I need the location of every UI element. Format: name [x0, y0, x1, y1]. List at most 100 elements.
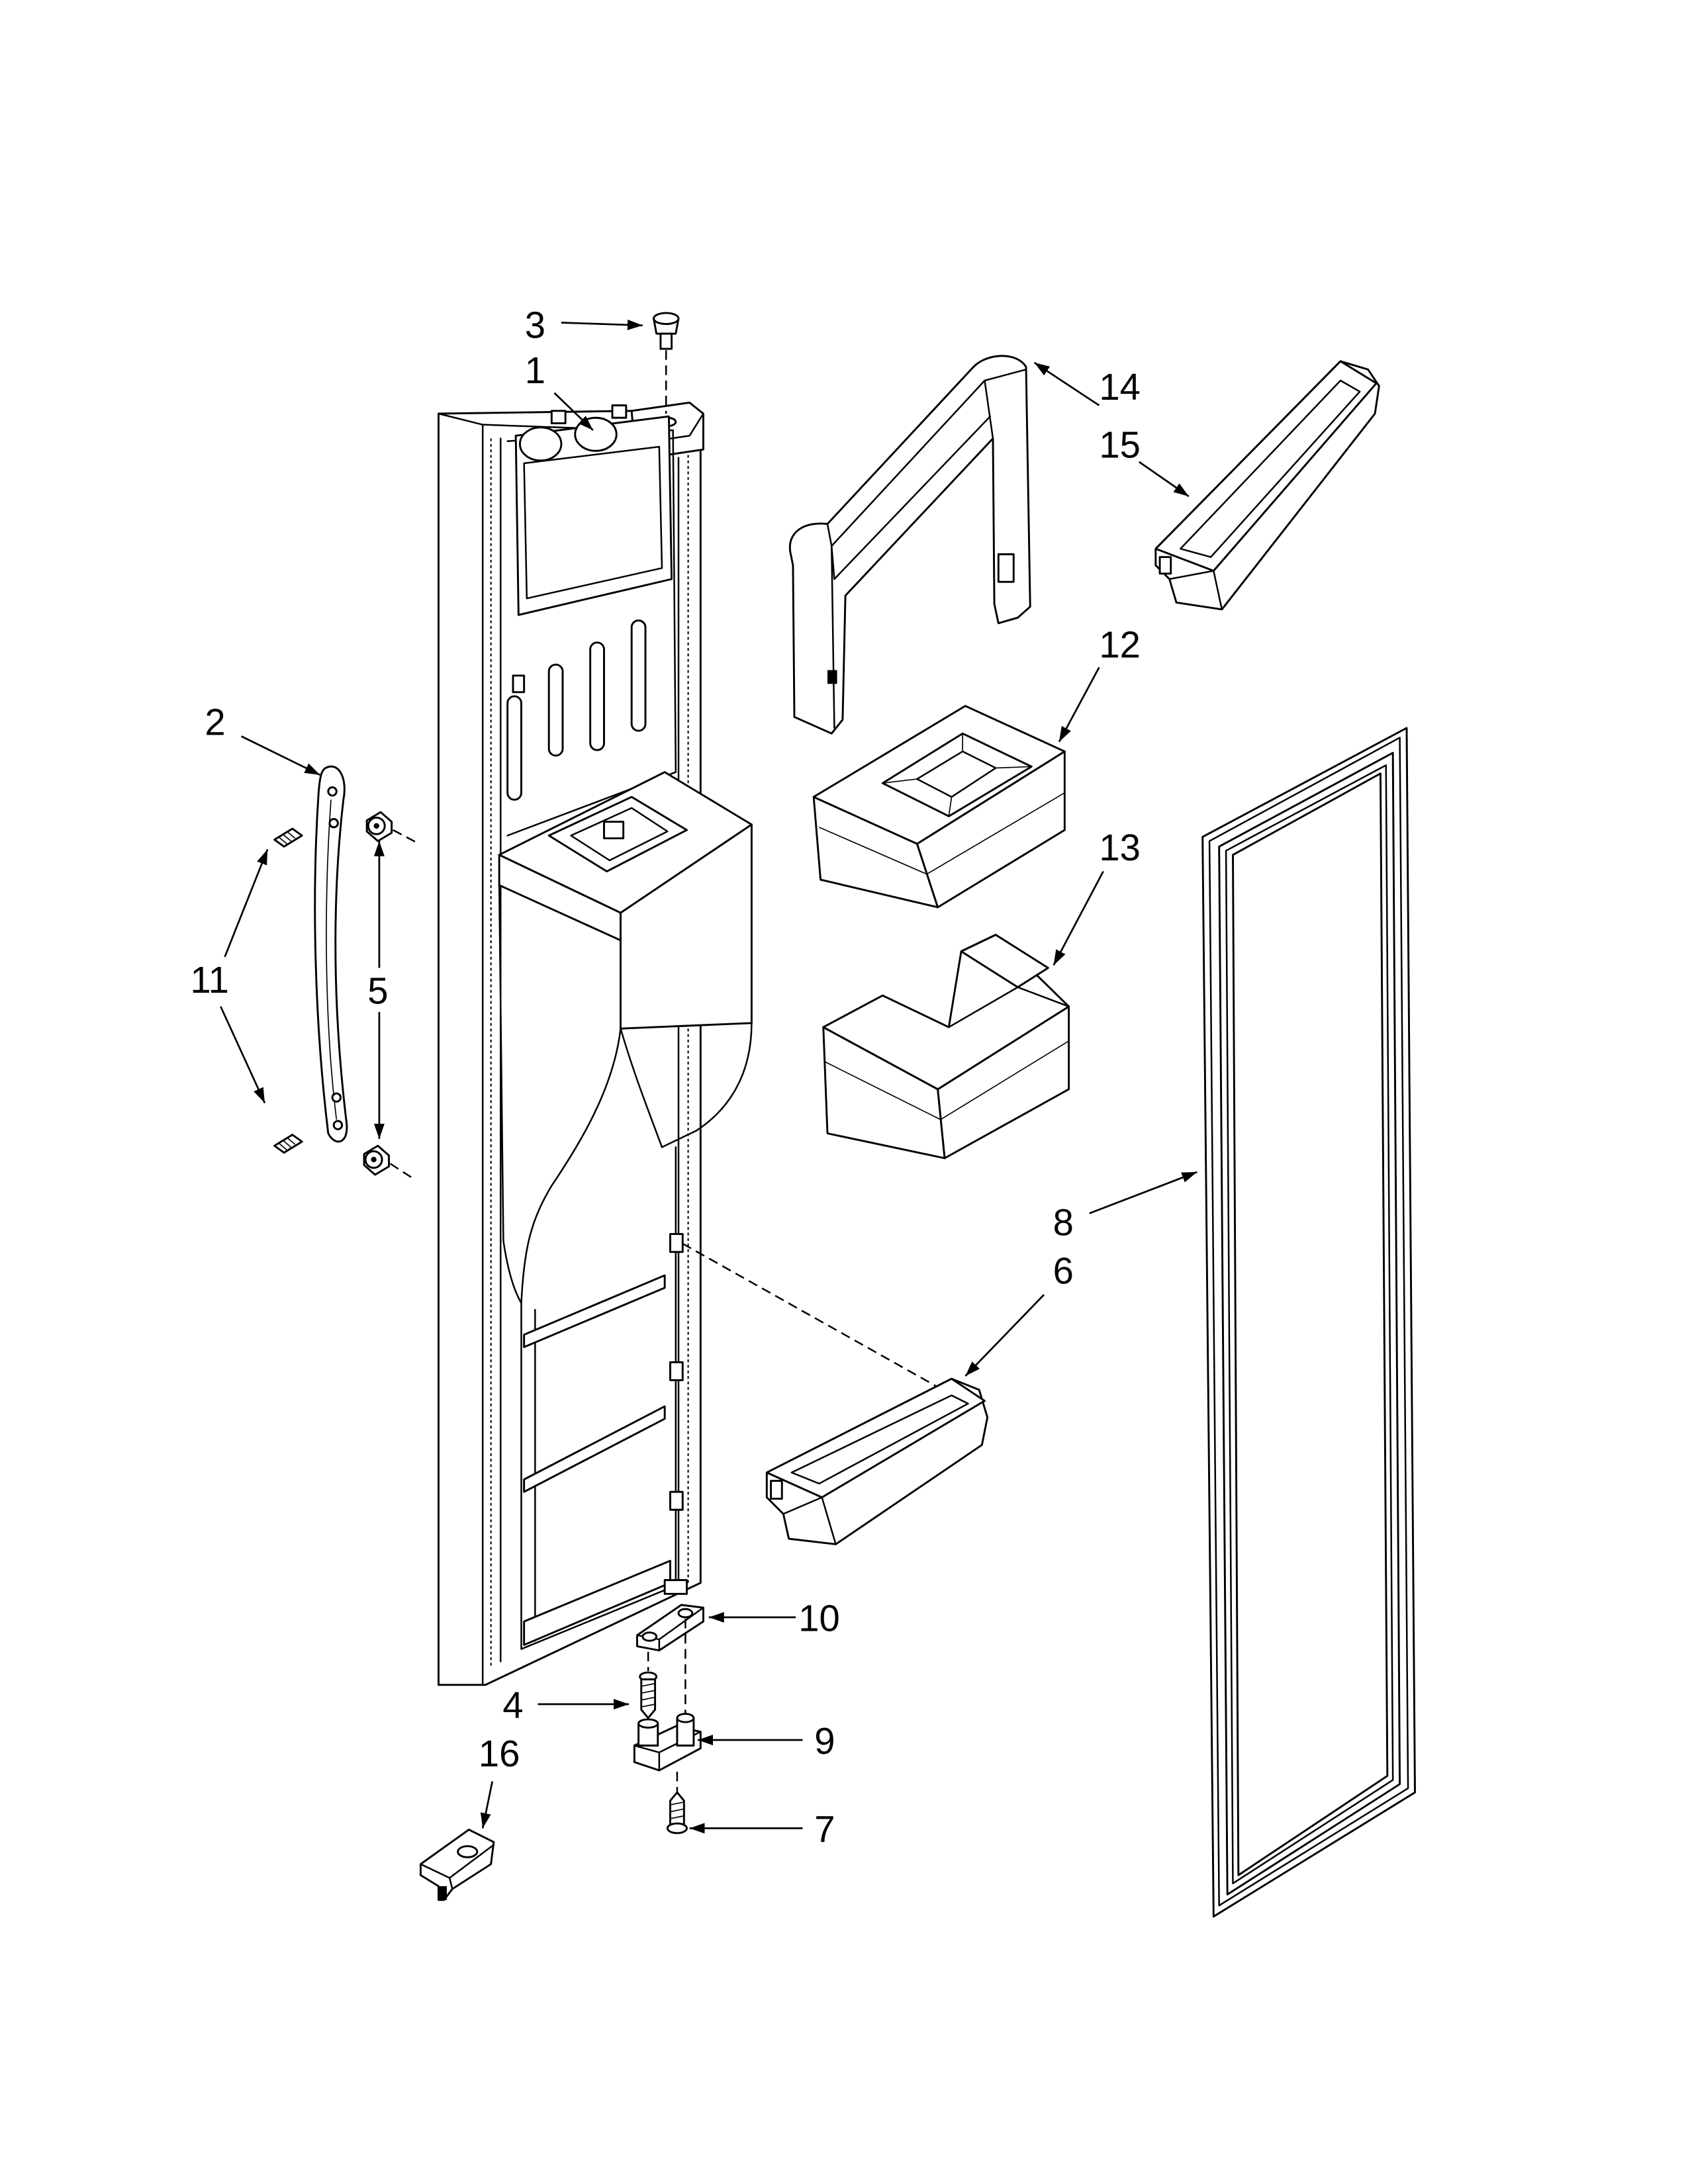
- pin-cap-top: [653, 312, 680, 326]
- upper-tab-right: [611, 404, 628, 419]
- dispenser-funnel-inner: [570, 807, 669, 862]
- part-13-chute-lower: [822, 934, 1070, 1160]
- bin-end-tab: [1158, 556, 1172, 575]
- callout-labels: 3 1 14 15 12 2 11 5 13 8 6 10 4 9 16 7: [190, 304, 1140, 1850]
- plate-hole-right: [677, 1608, 694, 1619]
- chute-front-line: [819, 792, 1065, 875]
- gasket-opening: [1232, 772, 1389, 1876]
- cover-clip: [997, 553, 1015, 583]
- leader-arrow-15: [1139, 461, 1190, 498]
- hinge-post-left-top: [637, 1718, 659, 1729]
- callout-label-11: 11: [190, 959, 228, 1001]
- part-3-top-pin: [653, 312, 680, 414]
- callout-label-6: 6: [1053, 1250, 1074, 1292]
- handle-body: [314, 765, 348, 1143]
- bin-end-tab: [770, 1480, 783, 1500]
- panel-slot-4: [630, 619, 647, 732]
- part-6-bin-lower: [682, 1243, 989, 1545]
- callout-label-16: 16: [479, 1733, 520, 1774]
- screw-body: [273, 827, 303, 848]
- part-2-handle: [314, 765, 348, 1143]
- lower-chute-back-block: [960, 934, 1049, 989]
- part-16-bracket: [419, 1829, 495, 1901]
- leader-arrow-6: [964, 1294, 1045, 1377]
- handle-hole-2: [328, 818, 339, 829]
- upper-port-left: [518, 426, 563, 462]
- bin-rim-inner: [1180, 379, 1361, 558]
- panel-slot-1: [506, 695, 522, 801]
- screw-threads: [278, 1137, 296, 1151]
- leader-arrow-12: [1058, 666, 1100, 743]
- spacer-hole: [373, 823, 379, 829]
- handle-highlight: [326, 799, 338, 1120]
- callout-label-15: 15: [1099, 424, 1141, 466]
- upper-port-right: [574, 416, 618, 452]
- cover-foot: [827, 670, 837, 684]
- leader-arrow-8: [1089, 1171, 1197, 1214]
- bin-rim-inner: [790, 1394, 969, 1484]
- cover-top-front-edge: [826, 369, 1027, 547]
- screw-threads: [278, 831, 296, 844]
- hinge-pin-top: [676, 1713, 695, 1723]
- spacer-leader-dash: [389, 1163, 414, 1180]
- screw-body: [273, 1134, 303, 1154]
- upper-bracket-recess: [514, 415, 673, 616]
- handle-hole-1: [327, 786, 338, 797]
- callout-label-1: 1: [525, 349, 545, 391]
- spacer-leader-dash: [393, 829, 417, 844]
- bin-front-edge: [821, 1496, 837, 1545]
- plate-hole-left: [641, 1631, 658, 1642]
- panel-slot-3: [589, 641, 605, 751]
- bin-side-edge: [782, 1400, 986, 1515]
- bin-peg-lower: [669, 1490, 684, 1511]
- bin-peg-upper: [669, 1233, 684, 1253]
- gasket-inner-line: [1225, 764, 1394, 1885]
- panel-slot-2: [547, 663, 564, 757]
- bin-peg-middle: [669, 1361, 684, 1381]
- cover-outline: [788, 355, 1031, 735]
- bracket-hole: [457, 1845, 479, 1858]
- part-11-screw-upper: [273, 827, 303, 848]
- part-5-spacer-lower: [363, 1144, 414, 1180]
- bin-front-edge: [1213, 570, 1223, 611]
- dispenser-s-curve-left: [520, 1027, 622, 1304]
- door-bottom-tab: [663, 1579, 688, 1595]
- part-12-chute-upper: [812, 705, 1066, 909]
- part-1-door-liner: [438, 401, 753, 1686]
- leader-arrow-11-upper: [224, 848, 269, 958]
- pin-shank: [659, 332, 673, 350]
- screw-threads: [641, 1682, 655, 1707]
- spacer-hole: [371, 1156, 377, 1163]
- screw-threads: [670, 1801, 684, 1819]
- upper-clip: [512, 674, 526, 694]
- bin-leader-dash: [682, 1243, 939, 1388]
- callout-label-3: 3: [525, 304, 545, 345]
- callout-label-9: 9: [814, 1720, 835, 1762]
- leader-arrow-11-lower: [220, 1006, 266, 1104]
- screw-shank: [669, 1791, 685, 1825]
- part-11-screw-lower: [273, 1134, 303, 1154]
- shelf-rail-lower: [523, 1405, 666, 1493]
- lower-chute-cradle-line: [948, 986, 1070, 1028]
- gasket-outer-inner-line: [1208, 737, 1409, 1907]
- callout-label-13: 13: [1099, 827, 1141, 868]
- callout-label-2: 2: [205, 701, 225, 743]
- leader-arrow-14: [1033, 361, 1100, 406]
- part-4-screw: [639, 1671, 658, 1727]
- hinge-pin: [676, 1717, 695, 1747]
- part-14-cover: [788, 355, 1031, 735]
- handle-hole-3: [331, 1092, 342, 1103]
- part-10-hinge-plate: [636, 1604, 704, 1715]
- leader-arrow-13: [1053, 871, 1104, 966]
- shelf-rail-upper: [523, 1274, 666, 1348]
- dispenser-funnel-opening: [603, 821, 625, 840]
- upper-tab-left: [550, 410, 567, 425]
- screw-head: [666, 1822, 688, 1835]
- callout-label-10: 10: [798, 1598, 840, 1639]
- bracket-fold: [420, 1844, 495, 1890]
- part-7-screw: [666, 1791, 688, 1835]
- chute-funnel-walls: [882, 733, 1032, 817]
- cover-left-leg-edge: [831, 545, 835, 729]
